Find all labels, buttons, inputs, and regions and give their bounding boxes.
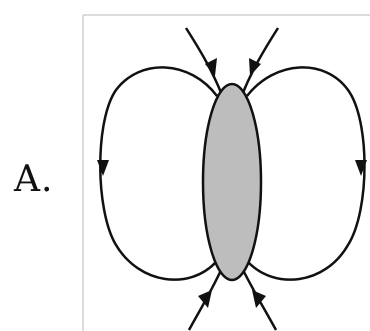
left-field-loop xyxy=(100,67,217,279)
right-field-loop xyxy=(247,67,365,279)
bottom-left-arrow xyxy=(198,290,212,308)
left-loop-arrow xyxy=(97,160,109,176)
bar-magnet xyxy=(203,84,261,280)
top-right-field-line xyxy=(242,28,278,95)
bottom-right-arrow xyxy=(252,290,266,308)
